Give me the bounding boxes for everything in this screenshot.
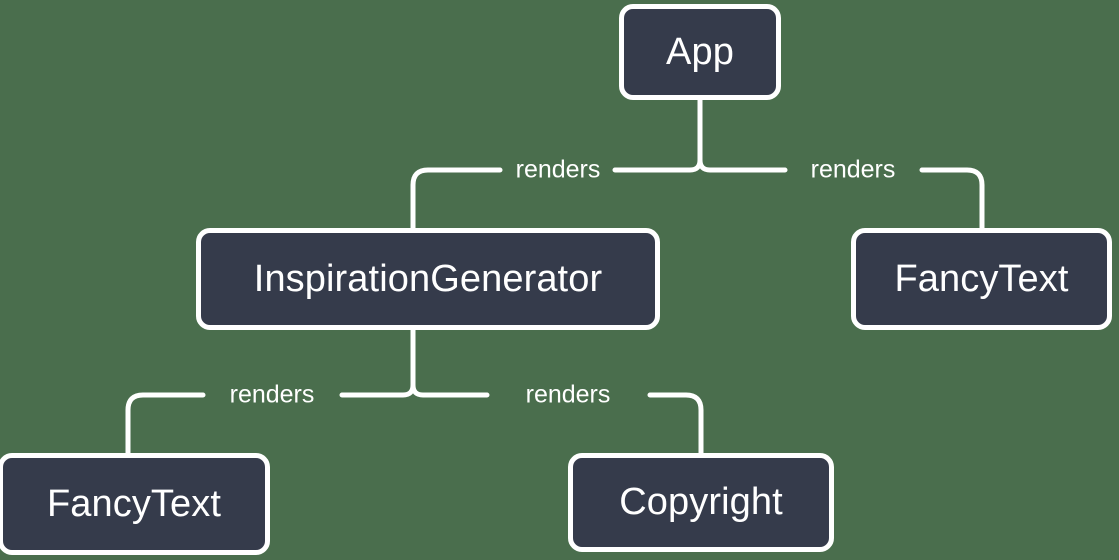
node-copyright[interactable]: Copyright (568, 453, 834, 552)
edge-app-to-inspiration-generator-line-2 (410, 167, 503, 231)
node-fancytext-right[interactable]: FancyText (851, 228, 1112, 330)
node-inspiration-generator-label: InspirationGenerator (253, 257, 603, 300)
edge-inspiration-generator-to-copyright-line-2 (647, 392, 704, 456)
edge-label-app-to-fancytext-right: renders (810, 155, 896, 184)
edge-inspiration-generator-to-fancytext-line (339, 382, 416, 398)
edge-app-to-fancytext-right-line (697, 157, 788, 173)
node-fancytext-bottom-left[interactable]: FancyText (0, 453, 270, 555)
node-app-label: App (666, 30, 734, 73)
node-app[interactable]: App (619, 4, 781, 100)
edge-inspiration-generator-to-fancytext-line-2 (125, 392, 206, 456)
node-fancytext-bottom-left-label: FancyText (46, 482, 222, 525)
edge-label-app-to-inspiration-generator: renders (515, 155, 601, 184)
node-copyright-label: Copyright (619, 481, 783, 523)
edge-app-to-fancytext-right-line-2 (919, 167, 985, 231)
edge-inspiration-generator-to-copyright-line (410, 382, 490, 398)
node-inspiration-generator[interactable]: InspirationGenerator (196, 228, 660, 330)
edge-label-inspiration-generator-to-fancytext: renders (229, 380, 315, 409)
edge-label-inspiration-generator-to-copyright: renders (525, 380, 611, 409)
node-fancytext-right-label: FancyText (894, 257, 1069, 300)
edge-app-to-inspiration-generator-line (612, 157, 703, 173)
